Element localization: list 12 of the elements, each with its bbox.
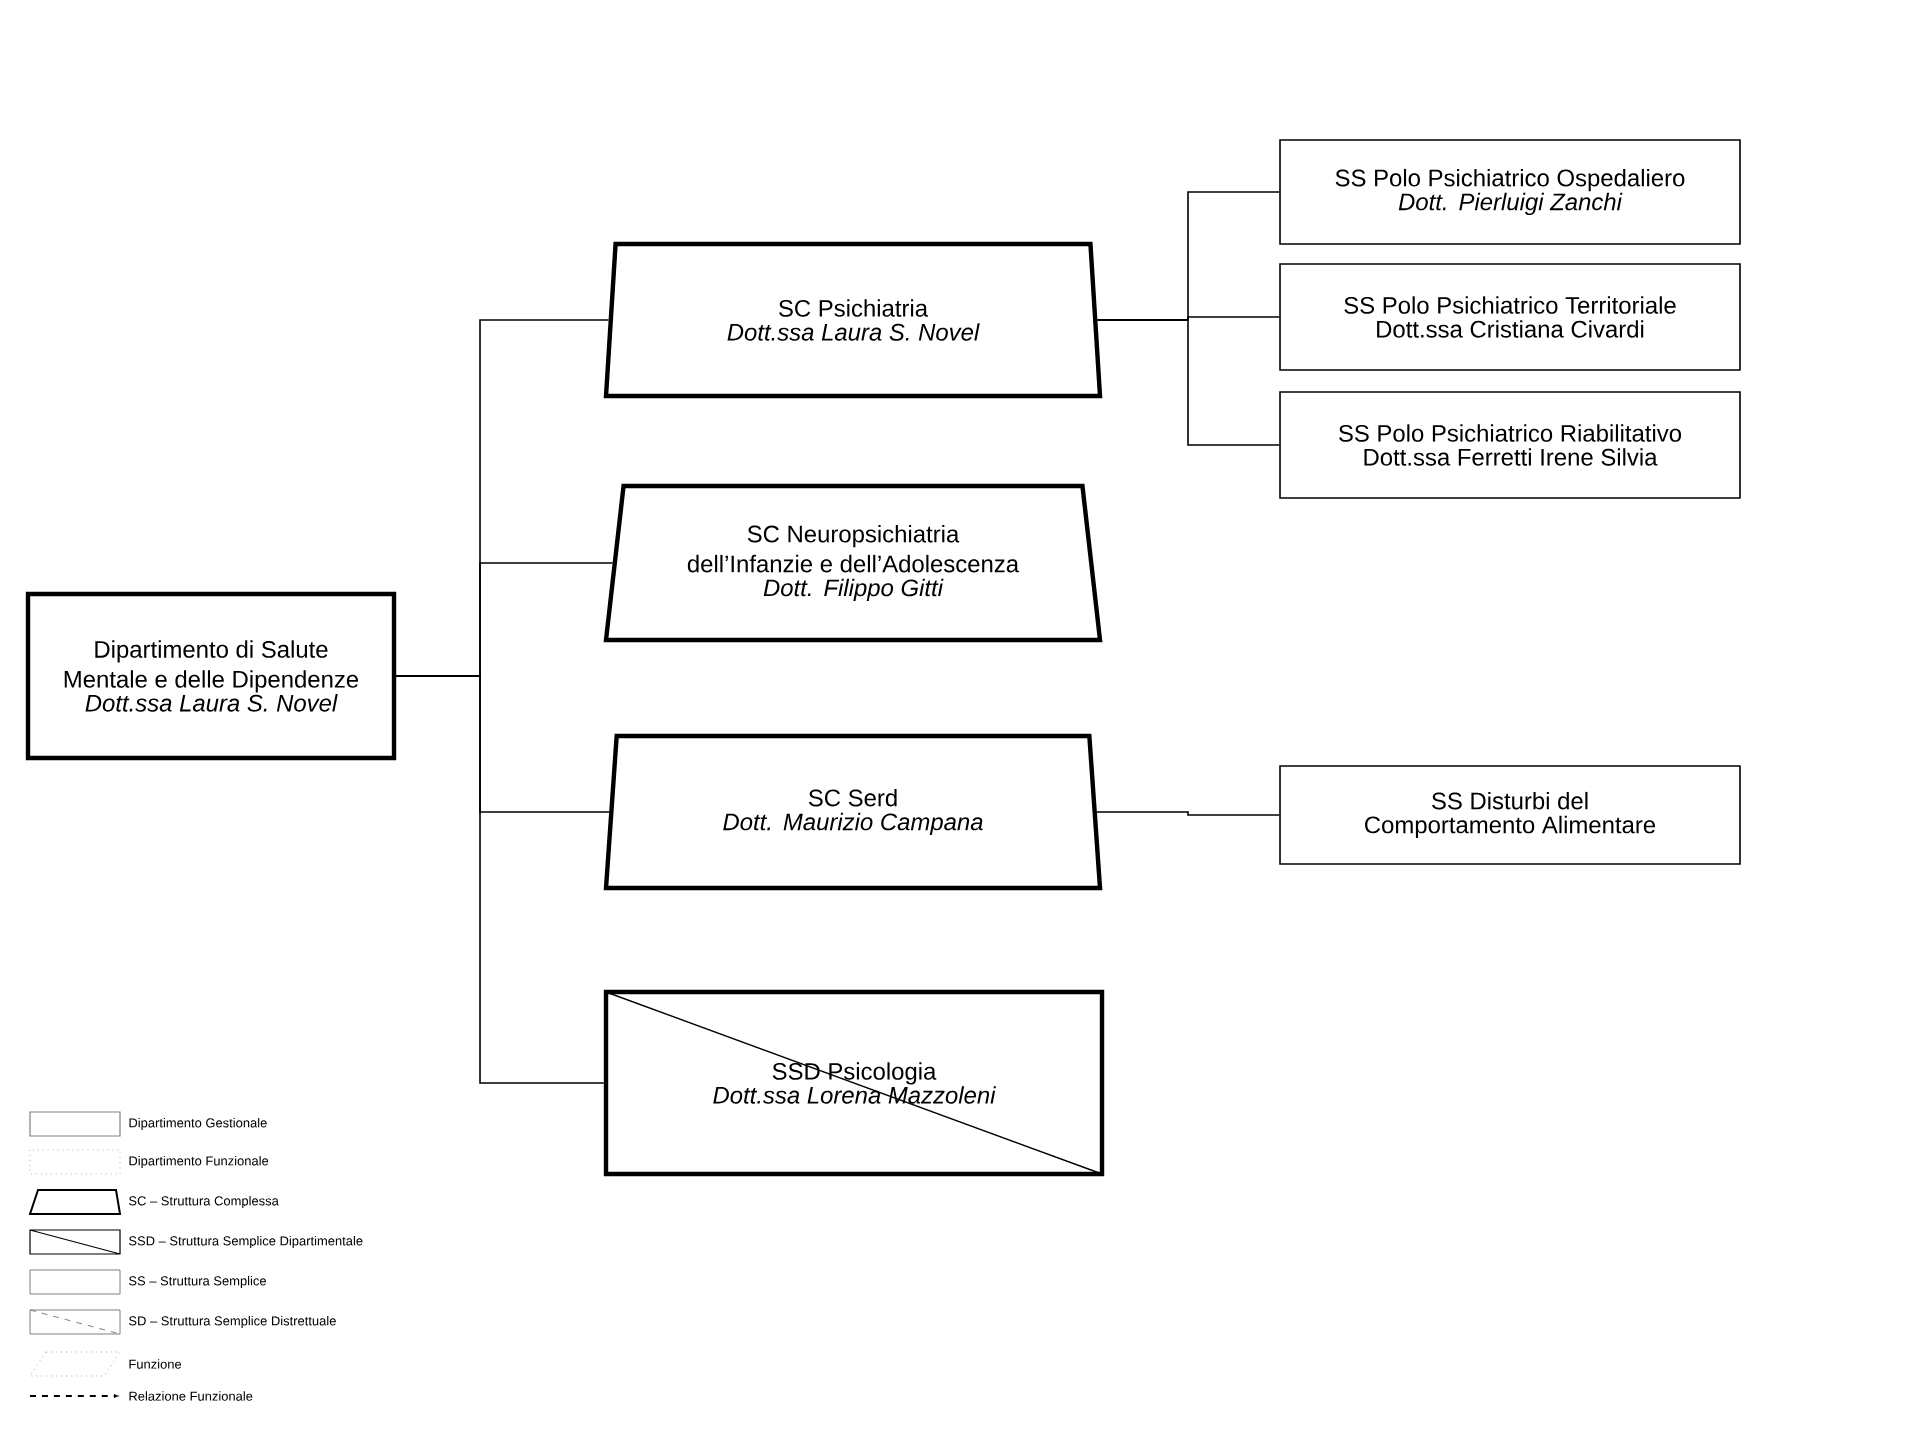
simple-structure-box: SS Polo Psichiatrico Territoriale Dott.ssa Cristiana Civardi xyxy=(1279,263,1741,371)
complex-structure-trapezoid: SC Serd Dott. Maurizio Campana xyxy=(603,733,1103,891)
departmental-structure-box: SSD Psicologia Dott.ssa Lorena Mazzoleni xyxy=(603,989,1105,1177)
connector xyxy=(1096,811,1280,816)
complex-structure-trapezoid: SC Neuropsichiatria dell’Infanzie e dell’Adolescenza Dott. Filippo Gitti xyxy=(603,483,1103,643)
simple-structure-box: SS Polo Psichiatrico Ospedaliero Dott. Pierluigi Zanchi xyxy=(1279,139,1741,245)
simple-structure-box: SS Polo Psichiatrico Riabilitativo Dott.ssa Ferretti Irene Silvia xyxy=(1279,391,1741,499)
connector xyxy=(395,675,605,1084)
complex-structure-trapezoid: SC Psichiatria Dott.ssa Laura S. Novel xyxy=(603,241,1103,399)
simple-structure-box: SS Disturbi del Comportamento Alimentare xyxy=(1279,765,1741,865)
connector xyxy=(1096,319,1280,446)
department-box: Dipartimento di Salute Mentale e delle Dipendenze Dott.ssa Laura S. Novel xyxy=(25,591,397,761)
